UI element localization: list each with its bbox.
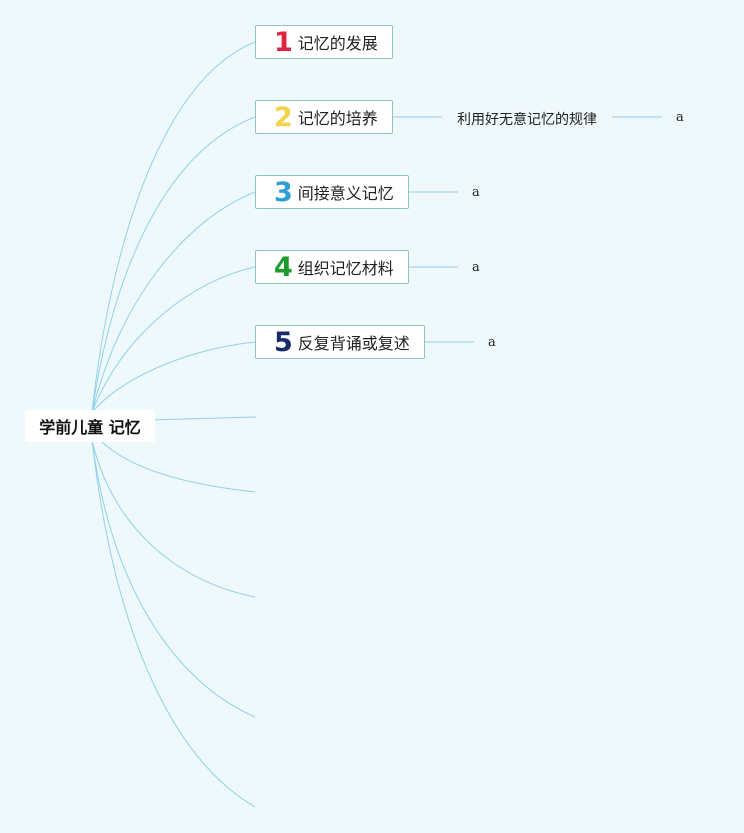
topic-5[interactable]: 5 反复背诵或复述 (255, 325, 425, 359)
branch-line-7 (99, 439, 256, 493)
branch-line-4 (91, 266, 256, 413)
topic-label-1: 记忆的发展 (297, 34, 378, 53)
branch-line-3 (91, 191, 256, 413)
topic-4[interactable]: 4 组织记忆材料 (255, 250, 409, 284)
branch-line-6 (149, 416, 257, 421)
topic-1[interactable]: 1 记忆的发展 (255, 25, 393, 59)
topic-number-1: 1 (274, 26, 293, 58)
leaf-topic4[interactable]: a (472, 260, 480, 275)
topic-label-3: 间接意义记忆 (297, 184, 394, 203)
subtopic-useful-unintentional-memory[interactable]: 利用好无意记忆的规律 (457, 112, 597, 128)
branch-line-1 (91, 41, 256, 413)
topic-number-2: 2 (274, 101, 293, 133)
topic-number-3: 3 (274, 176, 293, 208)
topic-2[interactable]: 2 记忆的培养 (255, 100, 393, 134)
topic-label-2: 记忆的培养 (297, 109, 378, 128)
branch-line-5 (91, 341, 256, 413)
topic-label-5: 反复背诵或复述 (297, 334, 410, 353)
leaf-topic5[interactable]: a (488, 335, 496, 350)
branch-line-2 (91, 116, 256, 413)
branch-line-8 (91, 439, 256, 598)
topic-number-5: 5 (274, 326, 293, 358)
leaf-topic3[interactable]: a (472, 185, 480, 200)
topic-number-4: 4 (274, 251, 293, 283)
branch-line-9 (91, 439, 256, 718)
root-node[interactable]: 学前儿童 记忆 (25, 410, 155, 442)
topic-label-4: 组织记忆材料 (297, 259, 394, 278)
branch-line-10 (91, 439, 256, 808)
topic-3[interactable]: 3 间接意义记忆 (255, 175, 409, 209)
leaf-topic2[interactable]: a (676, 110, 684, 125)
root-label: 学前儿童 记忆 (39, 418, 141, 437)
